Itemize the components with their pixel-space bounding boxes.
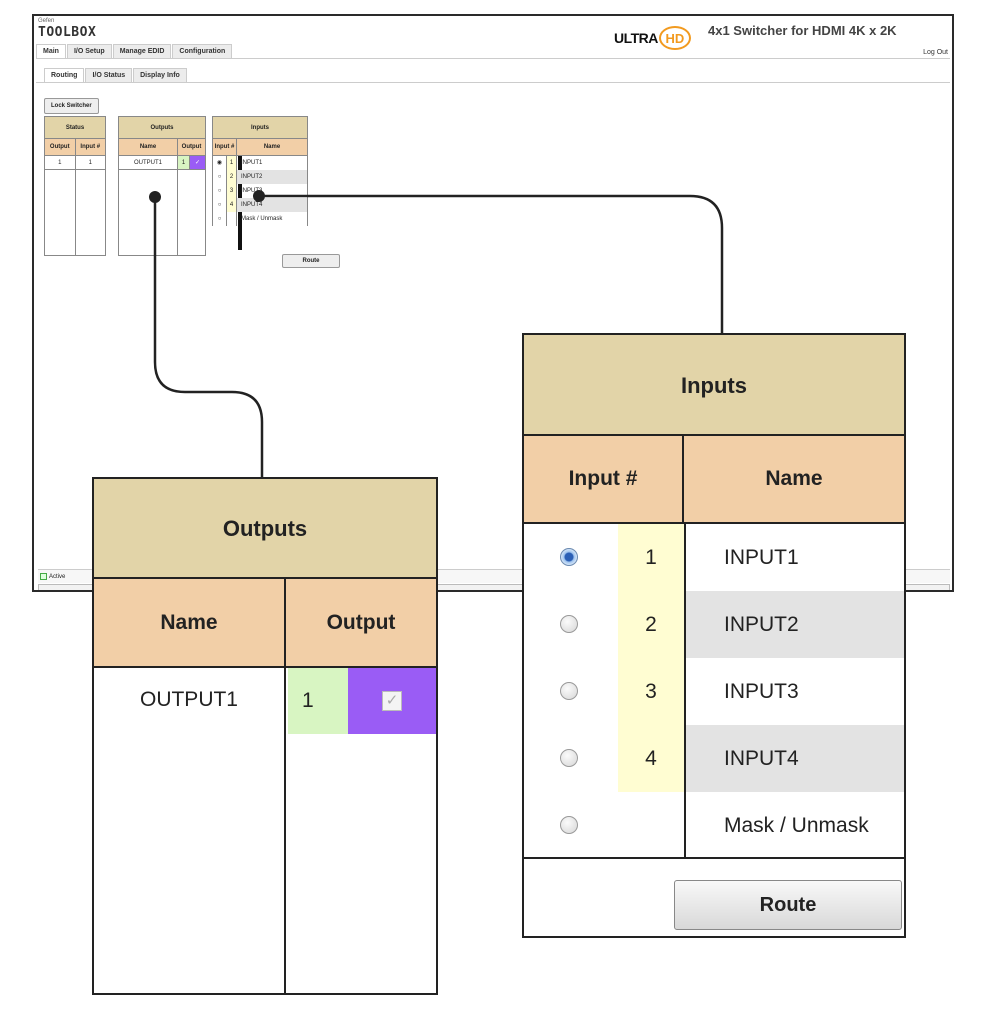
tab-configuration[interactable]: Configuration xyxy=(172,44,233,58)
input-number: 4 xyxy=(618,725,684,792)
tab-io-status[interactable]: I/O Status xyxy=(85,68,133,82)
inputs-title: Inputs xyxy=(524,335,904,436)
active-indicator-icon xyxy=(40,573,47,580)
mask-unmask-label: Mask / Unmask xyxy=(724,814,869,837)
logout-link[interactable]: Log Out xyxy=(923,49,948,56)
status-header-output: Output xyxy=(44,138,76,156)
input-name-mini: INPUT1 xyxy=(236,155,308,170)
sub-tab-bar: Routing I/O Status Display Info xyxy=(44,68,188,82)
input-number: 3 xyxy=(618,658,684,725)
input-number: 1 xyxy=(618,524,684,591)
input-name: INPUT2 xyxy=(686,591,904,658)
main-tab-bar: Main I/O Setup Manage EDID Configuration xyxy=(36,44,233,58)
inputs-title-mini: Inputs xyxy=(212,116,308,139)
input-number-mini: 1 xyxy=(226,155,237,170)
hd-badge: HD xyxy=(658,26,691,50)
input-row[interactable]: 4 INPUT4 xyxy=(524,725,904,792)
horizontal-scrollbar[interactable] xyxy=(38,584,950,590)
output-checkbox-mini[interactable]: ✓ xyxy=(189,155,206,170)
input-row-mask[interactable]: Mask / Unmask xyxy=(524,792,904,859)
outputs-header-name-mini: Name xyxy=(118,138,178,156)
input-name-mini: Mask / Unmask xyxy=(236,211,308,226)
output-number-mini: 1 xyxy=(177,155,190,170)
ultra-text: ULTRA xyxy=(614,30,658,46)
input-radio-selected[interactable] xyxy=(560,548,578,566)
inputs-header-name: Name xyxy=(684,436,904,524)
output-select-cell[interactable]: ✓ xyxy=(348,668,436,734)
outputs-header-output-mini: Output xyxy=(177,138,206,156)
input-radio[interactable] xyxy=(560,749,578,767)
output-number: 1 xyxy=(288,668,348,734)
input-row[interactable]: 1 INPUT1 xyxy=(524,524,904,591)
input-row[interactable]: 2 INPUT2 xyxy=(524,591,904,658)
inputs-header-number: Input # xyxy=(524,436,684,524)
output-name-mini: OUTPUT1 xyxy=(118,155,178,170)
output-checkbox[interactable]: ✓ xyxy=(382,691,402,711)
route-button[interactable]: Route xyxy=(674,880,902,930)
inputs-header-num-mini: Input # xyxy=(212,138,237,156)
tab-display-info[interactable]: Display Info xyxy=(133,68,187,82)
inputs-zoom-panel: Inputs Input # Name 1 INPUT1 2 INPUT2 3 … xyxy=(522,333,906,938)
brand-name: TOOLBOX xyxy=(38,25,97,40)
ultra-hd-logo: ULTRA HD xyxy=(614,26,691,50)
input-number-mini: 2 xyxy=(226,169,237,184)
tab-manage-edid[interactable]: Manage EDID xyxy=(112,44,172,58)
input-number xyxy=(618,792,684,859)
tab-main[interactable]: Main xyxy=(36,44,66,58)
input-name: INPUT1 xyxy=(724,546,799,569)
input-name: INPUT4 xyxy=(686,725,904,792)
column-divider xyxy=(684,524,686,857)
input-name-mini: INPUT3 xyxy=(236,183,308,198)
product-title: 4x1 Switcher for HDMI 4K x 2K xyxy=(708,23,897,38)
route-button-mini[interactable]: Route xyxy=(282,254,340,268)
outputs-title: Outputs xyxy=(94,479,436,579)
input-name-mini: INPUT2 xyxy=(236,169,308,184)
status-output-value: 1 xyxy=(44,155,76,170)
toolbox-logo: Gefen TOOLBOX xyxy=(38,18,96,40)
input-radio[interactable] xyxy=(560,682,578,700)
divider xyxy=(524,857,904,859)
tab-io-setup[interactable]: I/O Setup xyxy=(66,44,112,58)
lock-switcher-button[interactable]: Lock Switcher xyxy=(44,98,99,114)
mask-radio[interactable] xyxy=(560,816,578,834)
active-label: Active xyxy=(49,574,66,581)
divider xyxy=(36,82,950,83)
status-title: Status xyxy=(44,116,106,139)
input-number-mini: 3 xyxy=(226,183,237,198)
outputs-header-output: Output xyxy=(286,579,436,668)
input-radio-mini[interactable]: ○ xyxy=(212,169,227,184)
input-radio[interactable] xyxy=(560,615,578,633)
input-radio-mini[interactable]: ○ xyxy=(212,183,227,198)
input-radio-mini[interactable]: ○ xyxy=(212,211,227,226)
outputs-header-name: Name xyxy=(94,579,286,668)
input-number: 2 xyxy=(618,591,684,658)
divider xyxy=(36,58,950,59)
outputs-title-mini: Outputs xyxy=(118,116,206,139)
input-number-mini xyxy=(226,211,237,226)
input-name-mini: INPUT4 xyxy=(236,197,308,212)
input-row[interactable]: 3 INPUT3 xyxy=(524,658,904,725)
input-radio-mini[interactable]: ○ xyxy=(212,197,227,212)
inputs-header-name-mini: Name xyxy=(236,138,308,156)
status-header-input: Input # xyxy=(74,138,106,156)
tab-routing[interactable]: Routing xyxy=(44,68,85,82)
brand-small: Gefen xyxy=(38,18,55,24)
input-radio-mini[interactable]: ◉ xyxy=(212,155,227,170)
outputs-zoom-panel: Outputs Name Output OUTPUT1 1 ✓ xyxy=(92,477,438,995)
status-input-value: 1 xyxy=(74,155,106,170)
input-number-mini: 4 xyxy=(226,197,237,212)
input-name: INPUT3 xyxy=(724,680,799,703)
output-name: OUTPUT1 xyxy=(94,668,286,993)
